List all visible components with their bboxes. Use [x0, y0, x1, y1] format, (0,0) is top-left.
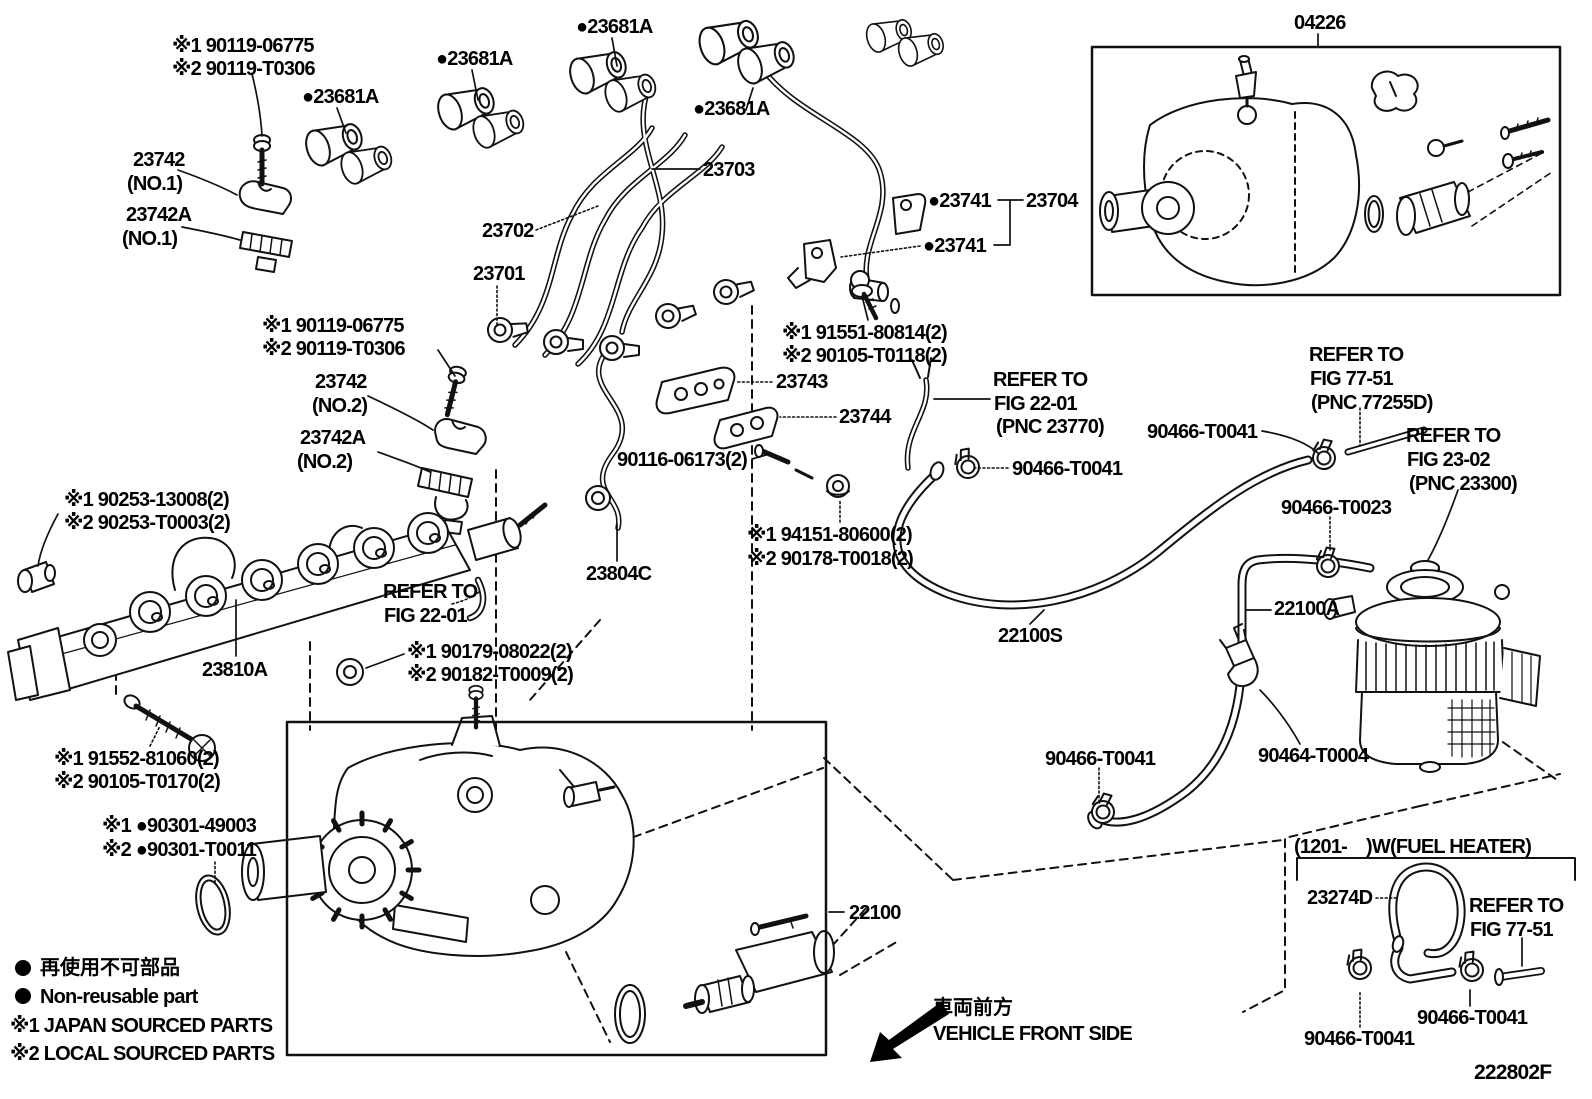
refer-fig23-02-line1: REFER TO	[1406, 425, 1501, 447]
note-90119-06775-top: ※1 90119-06775	[172, 35, 315, 57]
note-90182-T0009: ※2 90182-T0009(2)	[407, 664, 574, 686]
note-90179-08022: ※1 90179-08022(2)	[407, 641, 573, 663]
refer-fig77-51-line1: REFER TO	[1309, 344, 1404, 366]
part-label-22100A: 22100A	[1274, 598, 1340, 620]
fuel-heater-bracket-line	[1296, 857, 1576, 881]
refer-fig77-51-line2: FIG 77-51	[1310, 368, 1394, 390]
pump-box-22100	[285, 720, 828, 1057]
note-90119-06775-mid: ※1 90119-06775	[262, 315, 405, 337]
note-91551-80814: ※1 91551-80814(2)	[782, 322, 948, 344]
part-label-23742A-no2: 23742A	[300, 427, 366, 449]
figure-code: 222802F	[1474, 1061, 1552, 1084]
refer-fig77-51-pnc: (PNC 77255D)	[1311, 392, 1433, 414]
part-label-90466-T0041-3: 90466-T0041	[1045, 748, 1156, 770]
vehicle-front-arrow-icon	[870, 1002, 949, 1062]
legend-nonreusable-en: Non-reusable part	[40, 986, 198, 1008]
note-90301-49003: ※1 ●90301-49003	[102, 815, 257, 837]
fuel-filter	[1219, 560, 1541, 773]
part-label-90466-T0041-5: 90466-T0041	[1304, 1028, 1415, 1050]
note-90253-13008: ※1 90253-13008(2)	[64, 489, 230, 511]
part-label-23804C: 23804C	[586, 563, 652, 585]
part-label-23743: 23743	[776, 371, 828, 393]
part-label-90466-T0023: 90466-T0023	[1281, 497, 1392, 519]
part-label-23703: 23703	[703, 159, 755, 181]
part-label-23742A-no1-sub: (NO.1)	[122, 228, 178, 250]
refer-fig22-01-pnc: (PNC 23770)	[996, 416, 1105, 438]
refer-fig77-51-heater-line2: FIG 77-51	[1470, 919, 1554, 941]
pipe-brackets	[238, 180, 927, 535]
part-label-23742-no1-sub: (NO.1)	[127, 173, 183, 195]
leader-lines	[37, 33, 1523, 1007]
common-rail	[7, 502, 548, 701]
pump-kit-04226	[1099, 55, 1553, 287]
part-label-23742-no2-sub: (NO.2)	[312, 395, 368, 417]
note-90119-T0306-mid: ※2 90119-T0306	[262, 338, 406, 360]
part-label-23742-no2: 23742	[315, 371, 367, 393]
legend-nonreusable-jp: 再使用不可部品	[40, 957, 180, 979]
part-label-23681A-2: ●23681A	[436, 48, 513, 70]
part-label-23274D: 23274D	[1307, 887, 1373, 909]
dotted-leaders	[149, 205, 1397, 1028]
vehicle-front-jp: 車両前方	[933, 997, 1013, 1019]
refer-fig22-01-line1: REFER TO	[993, 369, 1088, 391]
note-90105-T0170: ※2 90105-T0170(2)	[54, 771, 221, 793]
part-label-23741-2: ●23741	[923, 235, 987, 257]
refer-fig77-51-heater-line1: REFER TO	[1469, 895, 1564, 917]
part-label-90466-T0041-1: 90466-T0041	[1147, 421, 1258, 443]
refer-fig22-01-rail-line2: FIG 22-01	[384, 605, 468, 627]
legend-local-sourced: ※2 LOCAL SOURCED PARTS	[10, 1043, 275, 1065]
part-label-23742-no1: 23742	[133, 149, 185, 171]
part-label-90116-06173: 90116-06173(2)	[617, 449, 748, 471]
legend-bullet-icons	[15, 960, 31, 1004]
part-label-23742A-no2-sub: (NO.2)	[297, 451, 353, 473]
part-label-23702: 23702	[482, 220, 534, 242]
part-label-23810A: 23810A	[202, 659, 268, 681]
part-label-22100: 22100	[849, 902, 901, 924]
part-label-22100S: 22100S	[998, 625, 1063, 647]
refer-fig23-02-line2: FIG 23-02	[1407, 449, 1491, 471]
supply-pump	[241, 686, 835, 1044]
part-label-23742A-no1: 23742A	[126, 204, 192, 226]
variant-note-fuel-heater: (1201- )W(FUEL HEATER)	[1294, 836, 1532, 858]
fuel-hoses	[892, 426, 1428, 830]
refer-fig23-02-pnc: (PNC 23300)	[1409, 473, 1518, 495]
fuel-heater-hoses	[1388, 862, 1545, 986]
injection-pipes	[485, 59, 932, 531]
kit-box-04226	[1090, 45, 1562, 297]
part-label-04226: 04226	[1294, 12, 1346, 34]
legend-japan-sourced: ※1 JAPAN SOURCED PARTS	[10, 1015, 273, 1037]
part-label-23701: 23701	[473, 263, 525, 285]
note-90178-T0018: ※2 90178-T0018(2)	[747, 548, 914, 570]
refer-fig22-01-rail-line1: REFER TO	[383, 581, 478, 603]
part-label-90466-T0041-2: 90466-T0041	[1012, 458, 1123, 480]
note-91552-81060: ※1 91552-81060(2)	[54, 748, 220, 770]
note-90301-T0011: ※2 ●90301-T0011	[102, 839, 257, 861]
part-label-90464-T0004: 90464-T0004	[1258, 745, 1369, 767]
note-90119-T0306-top: ※2 90119-T0306	[172, 58, 316, 80]
part-label-23681A-4: ●23681A	[693, 98, 770, 120]
note-94151-80600: ※1 94151-80600(2)	[747, 524, 913, 546]
part-label-23741-1: ●23741	[928, 190, 992, 212]
note-90105-T0118: ※2 90105-T0118(2)	[782, 345, 948, 367]
fasteners	[17, 135, 879, 936]
part-label-90466-T0041-4: 90466-T0041	[1417, 1007, 1528, 1029]
part-label-23744: 23744	[839, 406, 891, 428]
part-label-23681A-1: ●23681A	[576, 16, 653, 38]
part-label-23704: 23704	[1026, 190, 1078, 212]
part-label-23681A-3: ●23681A	[302, 86, 379, 108]
refer-fig22-01-line2: FIG 22-01	[994, 393, 1078, 415]
vehicle-front-en: VEHICLE FRONT SIDE	[933, 1023, 1133, 1045]
note-90253-T0003: ※2 90253-T0003(2)	[64, 512, 231, 534]
